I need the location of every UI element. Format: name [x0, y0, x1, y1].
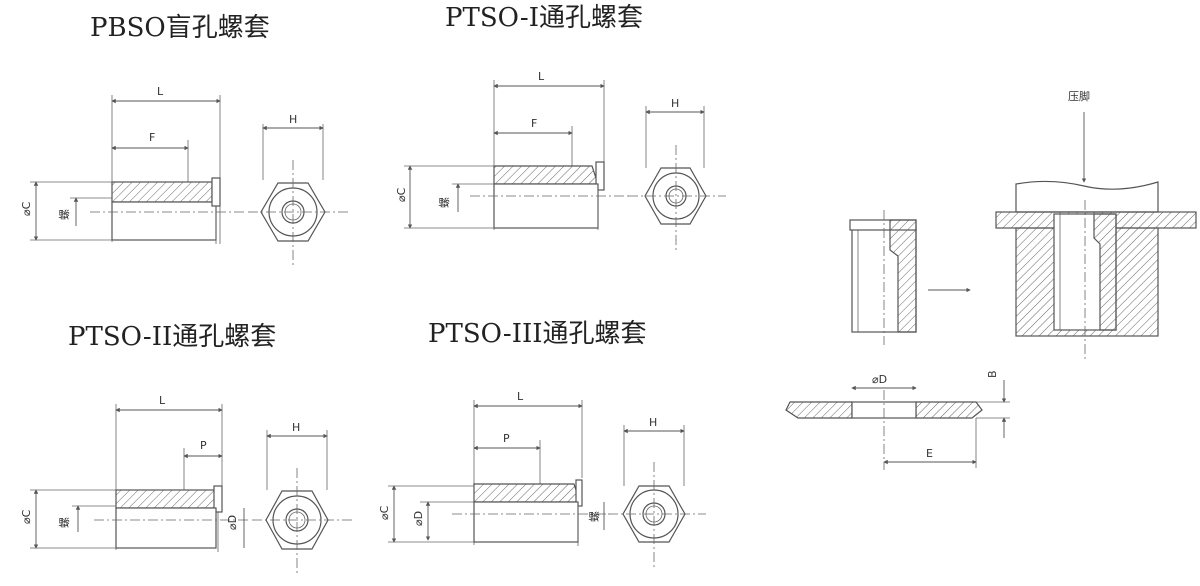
pbso-drawing: PBSO盲孔螺套 L F ⌀C 螺 H	[20, 13, 350, 268]
ptso1-label-h: H	[671, 97, 679, 110]
ptso2-body-section	[115, 489, 217, 509]
plate-left	[785, 401, 853, 419]
plate-label-b: B	[986, 370, 999, 378]
hole-label-d: ⌀D	[872, 373, 887, 386]
ptso3-title: PTSO-III通孔螺套	[428, 319, 647, 349]
ptso3-label-thread: 螺	[588, 511, 601, 522]
plate-right	[915, 401, 983, 419]
press-label: 压脚	[1068, 89, 1090, 103]
ptso1-drawing: PTSO-I通孔螺套 L F ⌀C 螺 H	[395, 3, 726, 250]
ptso1-label-l: L	[538, 70, 545, 83]
installation-drawing: 压脚 ⌀D B E	[785, 89, 1197, 470]
press-head	[1015, 180, 1159, 213]
ptso3-body-section	[473, 483, 581, 503]
pbso-label-h: H	[289, 113, 297, 126]
pbso-label-f: F	[149, 131, 155, 144]
ptso3-label-h: H	[649, 416, 657, 429]
ptso2-label-p: P	[200, 439, 207, 452]
ptso2-label-thread: 螺	[58, 517, 71, 528]
pbso-title: PBSO盲孔螺套	[90, 13, 270, 43]
ptso2-label-d: ⌀D	[226, 515, 239, 530]
pbso-label-c: ⌀C	[20, 201, 33, 216]
ptso2-label-l: L	[159, 394, 166, 407]
plate-label-e: E	[926, 447, 933, 460]
ptso1-label-thread: 螺	[438, 197, 451, 208]
ptso3-label-d: ⌀D	[412, 511, 425, 526]
ptso2-drawing: PTSO-II通孔螺套 L P ⌀C 螺 ⌀D H	[20, 322, 352, 575]
ptso1-label-c: ⌀C	[395, 187, 408, 202]
pbso-label-l: L	[157, 85, 164, 98]
ptso3-label-l: L	[517, 390, 524, 403]
pbso-label-thread: 螺	[58, 209, 71, 220]
ptso1-title: PTSO-I通孔螺套	[445, 3, 643, 33]
pbso-body-section	[111, 181, 213, 203]
ptso3-label-c: ⌀C	[378, 505, 391, 520]
ptso1-body-section	[493, 165, 599, 185]
ptso3-label-p: P	[503, 432, 510, 445]
ptso3-drawing: PTSO-III通孔螺套 L P ⌀C ⌀D 螺 H	[378, 319, 706, 568]
ptso2-label-h: H	[292, 421, 300, 434]
ptso1-label-f: F	[531, 117, 537, 130]
ptso2-label-c: ⌀C	[20, 509, 33, 524]
ptso2-title: PTSO-II通孔螺套	[68, 322, 276, 352]
